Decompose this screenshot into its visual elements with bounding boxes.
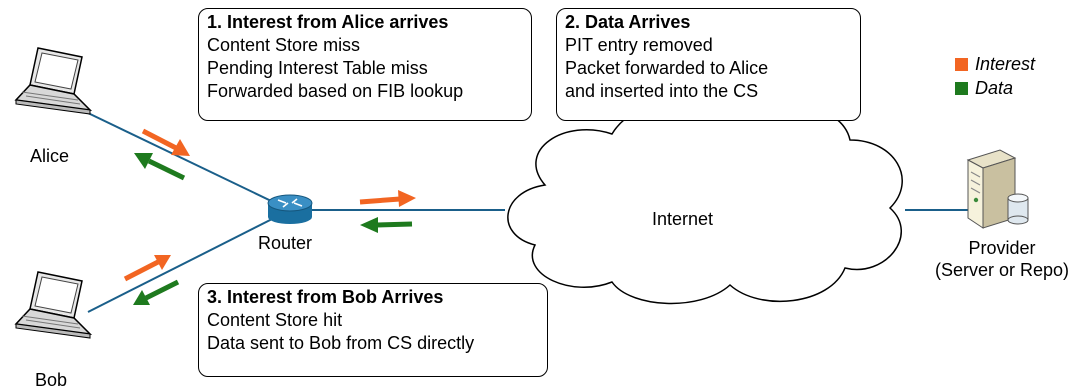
provider-label-line1: Provider bbox=[968, 238, 1036, 258]
data-arrow-bob bbox=[133, 279, 180, 305]
step1-box: 1. Interest from Alice arrives Content S… bbox=[198, 8, 532, 121]
link-alice-router bbox=[87, 112, 291, 211]
router-label: Router bbox=[258, 233, 313, 253]
data-swatch bbox=[955, 81, 968, 95]
interest-arrow-router bbox=[359, 190, 416, 207]
bob-label: Bob bbox=[35, 370, 68, 390]
step2-line: PIT entry removed bbox=[565, 35, 713, 55]
step2-title: 2. Data Arrives bbox=[565, 12, 691, 32]
router-icon bbox=[267, 194, 313, 224]
legend-data-label: Data bbox=[975, 78, 1014, 98]
step3-line: Content Store hit bbox=[207, 310, 343, 330]
step2-line: Packet forwarded to Alice bbox=[565, 58, 769, 78]
legend-interest-label: Interest bbox=[975, 54, 1036, 74]
interest-arrow-bob bbox=[123, 255, 171, 282]
data-arrow-router bbox=[360, 217, 413, 233]
provider-label: Provider (Server or Repo) bbox=[917, 237, 1087, 281]
legend-interest: Interest bbox=[955, 52, 1035, 76]
step3-box: 3. Interest from Bob Arrives Content Sto… bbox=[198, 283, 548, 377]
step1-line: Pending Interest Table miss bbox=[207, 58, 428, 78]
step2-line: and inserted into the CS bbox=[565, 81, 759, 101]
link-bob-router bbox=[87, 209, 291, 313]
step3-line: Data sent to Bob from CS directly bbox=[207, 333, 475, 353]
legend-data: Data bbox=[955, 76, 1035, 100]
data-arrow-alice bbox=[134, 153, 186, 181]
provider-label-line2: (Server or Repo) bbox=[934, 260, 1070, 280]
step3-title: 3. Interest from Bob Arrives bbox=[207, 287, 444, 307]
step1-line: Content Store miss bbox=[207, 35, 361, 55]
alice-label: Alice bbox=[30, 146, 70, 166]
database-icon bbox=[1007, 193, 1029, 225]
interest-swatch bbox=[955, 57, 968, 71]
internet-cloud bbox=[507, 100, 903, 305]
legend: Interest Data bbox=[955, 52, 1035, 100]
server-icon bbox=[966, 149, 1017, 229]
step1-line: Forwarded based on FIB lookup bbox=[207, 81, 464, 101]
step1-title: 1. Interest from Alice arrives bbox=[207, 12, 449, 32]
bob-laptop-icon bbox=[14, 271, 93, 339]
interest-arrow-alice bbox=[141, 128, 190, 156]
internet-label: Internet bbox=[652, 209, 714, 229]
step2-box: 2. Data Arrives PIT entry removed Packet… bbox=[556, 8, 861, 121]
alice-laptop-icon bbox=[14, 47, 93, 115]
